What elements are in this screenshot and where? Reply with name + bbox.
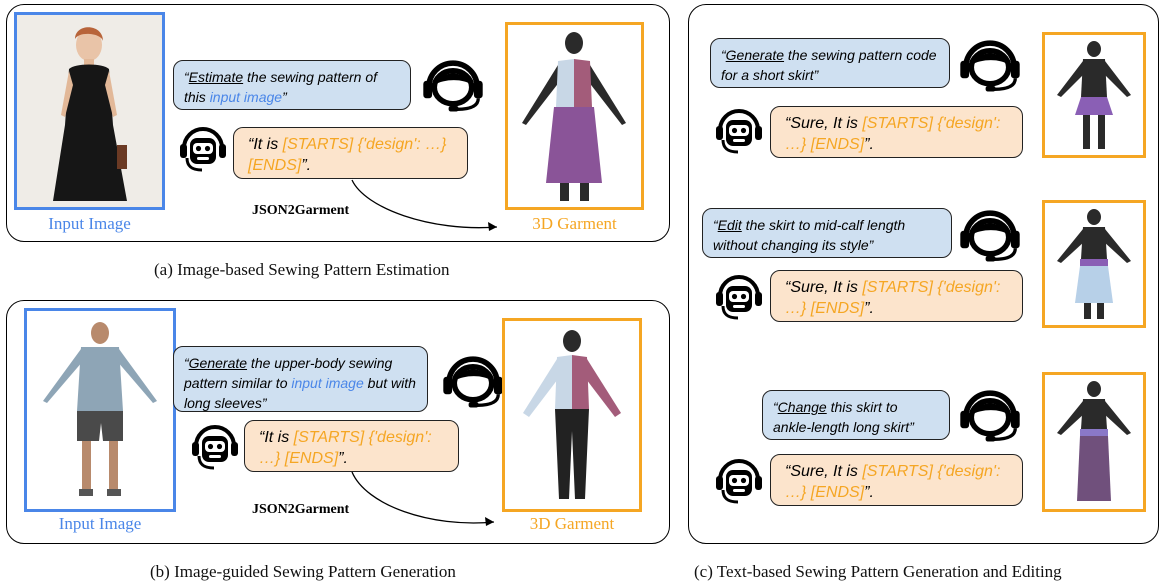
prompt-text: the skirt to mid-calf length without cha… <box>713 217 906 253</box>
panel-b <box>6 300 670 544</box>
bot-reply-c3: “Sure, It is [STARTS] {'design': …} [END… <box>770 454 1023 506</box>
man-photo <box>27 311 173 509</box>
caption-b: (b) Image-guided Sewing Pattern Generati… <box>150 562 456 581</box>
quote-close: ” <box>868 237 874 253</box>
input-image-a <box>14 12 165 210</box>
quote-open: “ <box>773 399 778 415</box>
headset-user-icon <box>957 36 1023 92</box>
garment-image-b <box>502 318 642 512</box>
prompt-text: the sewing pattern code for a short skir… <box>721 47 937 83</box>
reply-suffix: ”. <box>864 300 874 317</box>
bot-reply-b: “It is [STARTS] {'design': …} [ENDS]”. <box>244 420 459 472</box>
prompt-verb: Generate <box>725 47 785 63</box>
reply-prefix: “Sure, It is <box>785 279 863 296</box>
bot-reply-a: “It is [STARTS] {'design': …} [ENDS]”. <box>233 127 468 179</box>
quote-close: ” <box>261 395 267 411</box>
garment-image-c1 <box>1042 32 1146 158</box>
user-prompt-c3: “Change this skirt to ankle-length long … <box>762 390 950 440</box>
quote-open: “ <box>713 217 718 233</box>
robot-icon <box>714 106 764 156</box>
reply-suffix: ”. <box>301 157 312 174</box>
reply-prefix: “It is <box>259 429 294 446</box>
prompt-text: the sewing pattern of this <box>184 69 378 105</box>
reply-prefix: “Sure, It is <box>785 115 863 132</box>
prompt-verb: Change <box>777 399 827 415</box>
json2garment-label-b: JSON2Garment <box>252 502 350 517</box>
prompt-verb: Estimate <box>188 69 244 85</box>
bot-reply-c1: “Sure, It is [STARTS] {'design': …} [END… <box>770 106 1023 158</box>
prompt-verb: Generate <box>188 355 248 371</box>
reply-suffix: ”. <box>864 484 874 501</box>
reply-suffix: ”. <box>338 450 348 467</box>
garment-render-dress <box>522 32 626 201</box>
panel-c <box>688 4 1159 544</box>
quote-close: ” <box>909 419 914 435</box>
reply-token: [STARTS] {'design': …} [ENDS] <box>785 463 1001 501</box>
woman-photo <box>17 15 162 207</box>
reply-token: [STARTS] {'design': …} [ENDS] <box>248 136 447 174</box>
garment-image-c3 <box>1042 372 1146 512</box>
headset-user-icon <box>957 386 1023 442</box>
prompt-verb: Edit <box>717 217 742 233</box>
garment-render-short-skirt <box>1057 41 1131 149</box>
input-image-label-b: Input Image <box>58 514 142 533</box>
garment-image-c2 <box>1042 200 1146 328</box>
user-prompt-a: “Estimate the sewing pattern of this inp… <box>173 60 411 110</box>
headset-user-icon <box>957 206 1023 262</box>
input-image-b <box>24 308 176 512</box>
reply-token: [STARTS] {'design': …} [ENDS] <box>785 279 1001 317</box>
garment-label-a: 3D Garment <box>532 214 617 233</box>
quote-open: “ <box>184 69 189 85</box>
prompt-highlight: input image <box>291 375 364 391</box>
prompt-text: the upper-body sewing pattern similar to <box>184 355 393 391</box>
bot-reply-c2: “Sure, It is [STARTS] {'design': …} [END… <box>770 270 1023 322</box>
input-image-label-a: Input Image <box>48 214 131 233</box>
garment-image-a <box>505 22 644 210</box>
quote-open: “ <box>184 355 189 371</box>
prompt-text: this skirt to ankle-length long skirt <box>773 399 910 435</box>
user-prompt-c2: “Edit the skirt to mid-calf length witho… <box>702 208 952 258</box>
garment-render-long-skirt <box>1057 381 1131 501</box>
quote-open: “ <box>721 47 726 63</box>
user-prompt-b: “Generate the upper-body sewing pattern … <box>173 346 428 412</box>
robot-icon <box>714 272 764 322</box>
garment-label-b: 3D Garment <box>529 514 615 533</box>
prompt-text-2: but with long sleeves <box>184 375 416 411</box>
garment-render-shirt <box>523 330 621 499</box>
robot-icon <box>714 456 764 506</box>
garment-render-midi-skirt <box>1057 209 1131 319</box>
reply-suffix: ”. <box>864 136 874 153</box>
json2garment-label-a: JSON2Garment <box>252 203 350 218</box>
reply-token: [STARTS] {'design': …} [ENDS] <box>785 115 1001 153</box>
quote-close: ” <box>282 89 287 105</box>
user-prompt-c1: “Generate the sewing pattern code for a … <box>710 38 950 88</box>
reply-prefix: “It is <box>248 136 283 153</box>
reply-prefix: “Sure, It is <box>785 463 863 480</box>
quote-close: ” <box>813 67 819 83</box>
reply-token: [STARTS] {'design': …} [ENDS] <box>259 429 432 467</box>
panel-a <box>6 4 670 242</box>
caption-a: (a) Image-based Sewing Pattern Estimatio… <box>154 260 450 279</box>
prompt-highlight: input image <box>209 89 283 105</box>
caption-c: (c) Text-based Sewing Pattern Generation… <box>694 562 1062 581</box>
